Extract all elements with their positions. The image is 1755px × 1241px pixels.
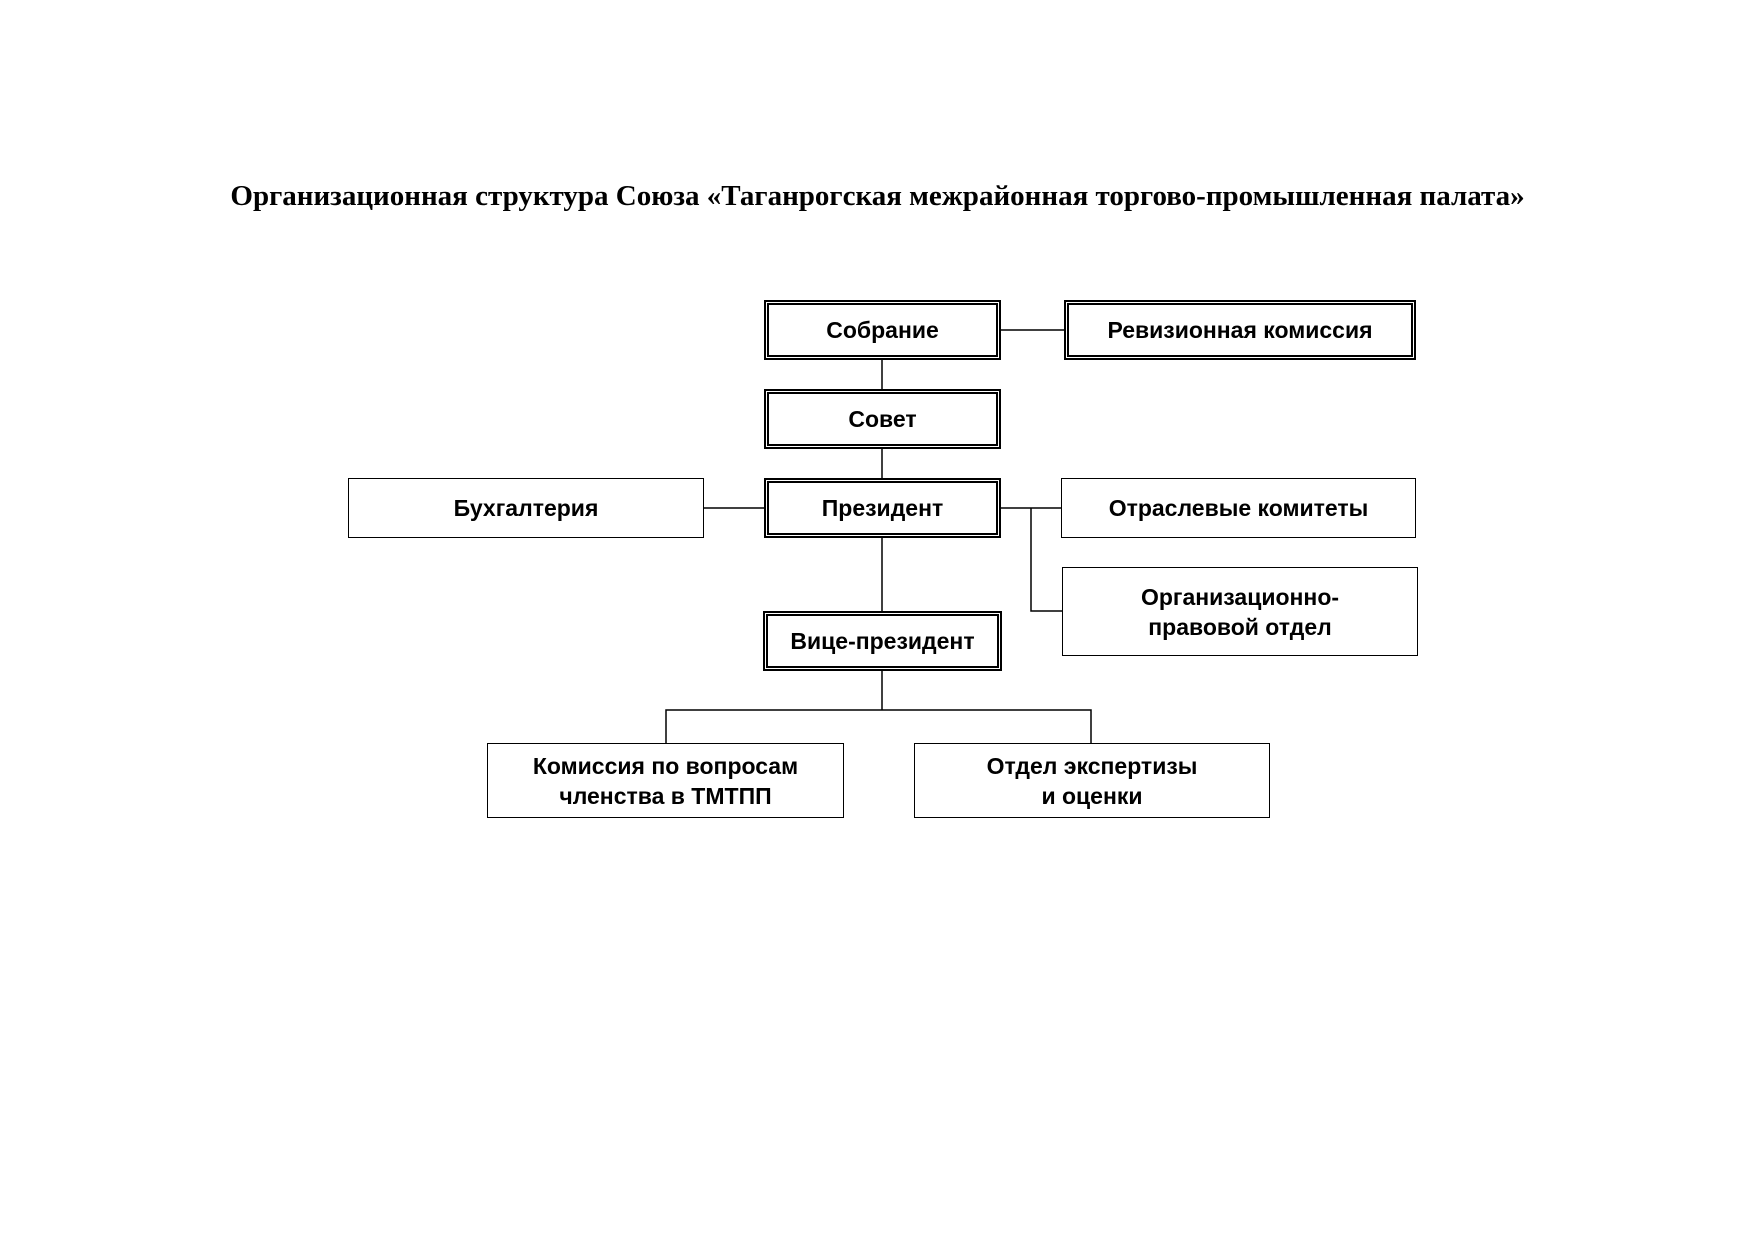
node-audit-commission: Ревизионная комиссия [1064, 300, 1416, 360]
node-membership-commission: Комиссия по вопросам членства в ТМТПП [487, 743, 844, 818]
node-label: Ревизионная комиссия [1107, 317, 1373, 343]
node-expertise-department: Отдел экспертизы и оценки [914, 743, 1270, 818]
node-president: Президент [764, 478, 1001, 538]
node-label-line2: членства в ТМТПП [559, 782, 772, 809]
node-label: Совет [848, 406, 917, 432]
connector-vice-branches [665, 709, 1092, 743]
node-label-line1: Отдел экспертизы [986, 752, 1198, 779]
page-title: Организационная структура Союза «Таганро… [230, 180, 1525, 212]
connector-president-legal [1030, 508, 1062, 612]
node-label: Президент [821, 495, 944, 521]
node-label-line2: правовой отдел [1148, 613, 1332, 640]
node-industry-committees: Отраслевые комитеты [1061, 478, 1416, 538]
node-label-line1: Комиссия по вопросам [532, 752, 799, 779]
node-legal-department: Организационно- правовой отдел [1062, 567, 1418, 656]
node-label-line1: Организационно- [1140, 583, 1340, 610]
node-label: Отраслевые комитеты [1108, 495, 1369, 521]
node-council: Совет [764, 389, 1001, 449]
node-vice-president: Вице-президент [763, 611, 1002, 671]
node-label-line2: и оценки [1041, 782, 1143, 809]
node-label: Собрание [826, 317, 939, 343]
node-accounting: Бухгалтерия [348, 478, 704, 538]
node-label: Бухгалтерия [453, 495, 599, 521]
node-label: Вице-президент [790, 628, 975, 654]
node-assembly: Собрание [764, 300, 1001, 360]
